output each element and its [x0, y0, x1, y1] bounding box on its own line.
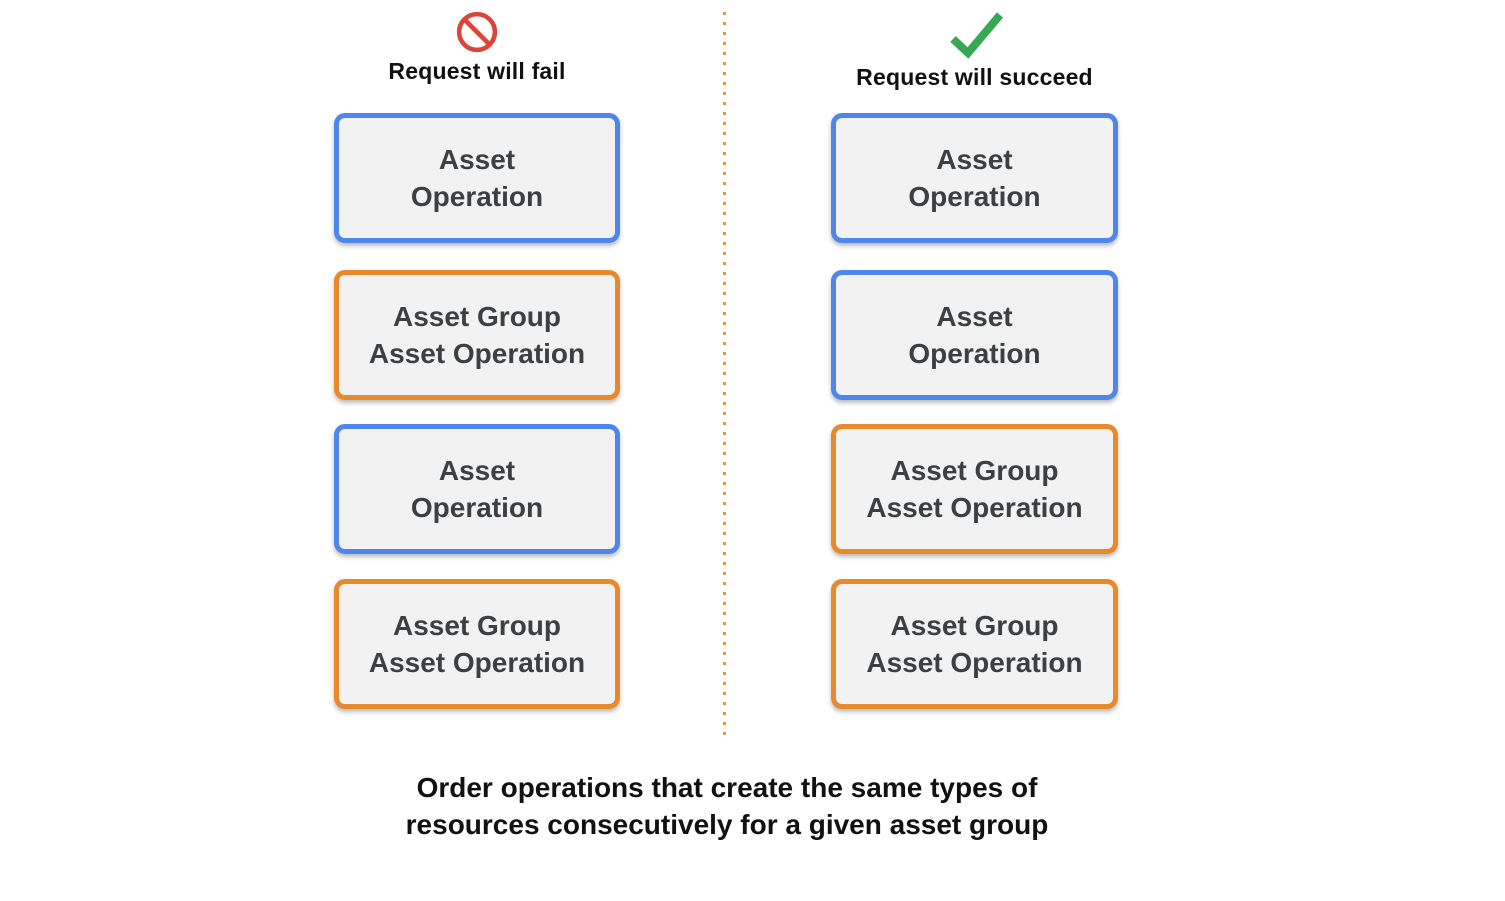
box-label: Asset Group Asset Operation	[368, 301, 586, 369]
fail-column-title: Request will fail	[388, 58, 566, 84]
fail-box-asset-group-asset-operation-2: Asset Group Asset Operation	[334, 579, 620, 709]
box-label: Asset Operation	[410, 455, 544, 523]
prohibition-icon	[456, 11, 498, 53]
box-label: Asset Group Asset Operation	[368, 610, 586, 678]
fail-box-asset-group-asset-operation-1: Asset Group Asset Operation	[334, 270, 620, 400]
box-label: Asset Operation	[410, 144, 544, 212]
succeed-column-title: Request will succeed	[856, 64, 1093, 90]
succeed-box-asset-operation-2: Asset Operation	[831, 270, 1118, 400]
fail-box-asset-operation-2: Asset Operation	[334, 424, 620, 554]
caption: Order operations that create the same ty…	[405, 772, 1049, 840]
succeed-box-asset-group-asset-operation-2: Asset Group Asset Operation	[831, 579, 1118, 709]
box-label: Asset Operation	[908, 144, 1041, 212]
box-label: Asset Group Asset Operation	[866, 455, 1083, 523]
succeed-box-asset-group-asset-operation-1: Asset Group Asset Operation	[831, 424, 1118, 554]
box-label: Asset Operation	[908, 301, 1041, 369]
fail-box-asset-operation-1: Asset Operation	[334, 113, 620, 243]
succeed-column-header: Request will succeed	[831, 10, 1118, 91]
checkmark-icon	[949, 12, 1003, 59]
column-divider	[723, 12, 726, 742]
succeed-box-asset-operation-1: Asset Operation	[831, 113, 1118, 243]
fail-column-header: Request will fail	[334, 10, 620, 85]
box-label: Asset Group Asset Operation	[866, 610, 1083, 678]
